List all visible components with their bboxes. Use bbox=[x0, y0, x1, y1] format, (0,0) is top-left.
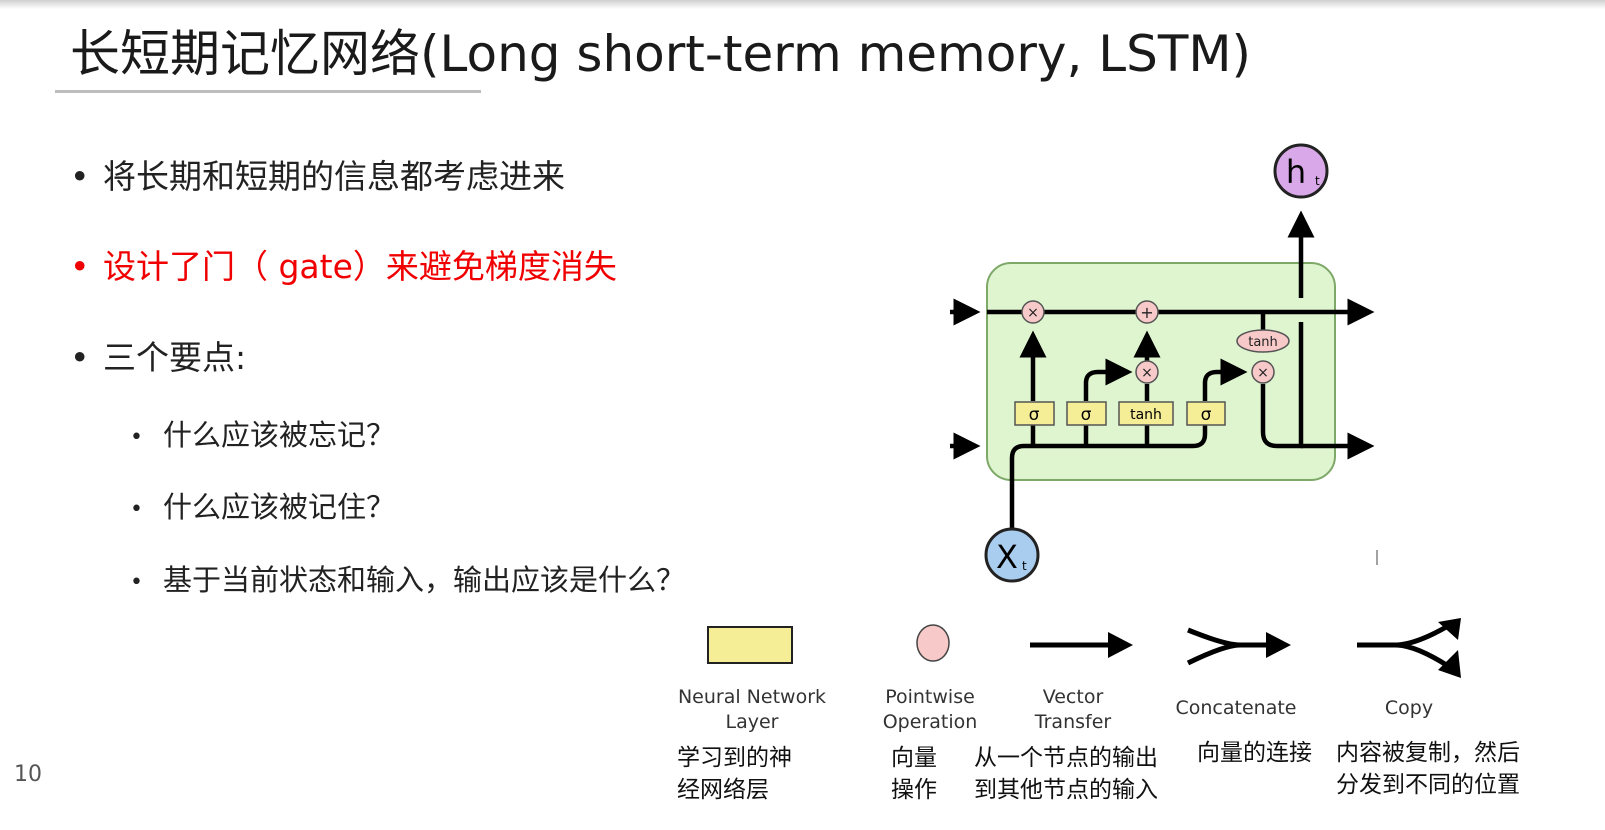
svg-text:t: t bbox=[1315, 174, 1320, 188]
svg-text:tanh: tanh bbox=[1248, 335, 1278, 350]
bullet-dot: • bbox=[70, 247, 90, 286]
bullet-2: • 设计了门（ gate）来避免梯度消失 bbox=[70, 240, 617, 288]
slide-title: 长短期记忆网络(Long short-term memory, LSTM) bbox=[70, 25, 1252, 83]
pointwise-add: + bbox=[1135, 300, 1159, 324]
bullet-dot: • bbox=[130, 569, 143, 595]
svg-text:σ: σ bbox=[1029, 405, 1040, 425]
bullet-text: 将长期和短期的信息都考虑进来 bbox=[103, 157, 565, 196]
svg-text:×: × bbox=[1257, 365, 1269, 381]
legend-cn-vector-transfer: 从一个节点的输出 到其他节点的输入 bbox=[974, 745, 1158, 803]
legend-label-vector-transfer: Vector Transfer bbox=[1034, 686, 1112, 733]
sub-bullet-text: 什么应该被忘记？ bbox=[163, 418, 396, 452]
bullet-1: • 将长期和短期的信息都考虑进来 bbox=[70, 150, 565, 198]
svg-text:×: × bbox=[1027, 305, 1039, 321]
legend-label-layer: Neural Network Layer bbox=[677, 686, 827, 733]
svg-text:t: t bbox=[1022, 559, 1027, 573]
bullet-3: • 三个要点: bbox=[70, 331, 246, 379]
bullet-text: 三个要点: bbox=[103, 338, 247, 377]
bullet-dot: • bbox=[70, 157, 90, 196]
lstm-wires bbox=[950, 210, 1375, 528]
svg-text:X: X bbox=[996, 538, 1018, 576]
pointwise-tanh: tanh bbox=[1236, 329, 1290, 353]
svg-text:σ: σ bbox=[1201, 405, 1212, 425]
svg-text:h: h bbox=[1286, 153, 1306, 191]
legend-pointwise-icon bbox=[916, 624, 950, 662]
legend-label-copy: Copy bbox=[1384, 697, 1434, 719]
legend-cn-pointwise: 向量 操作 bbox=[891, 745, 937, 803]
gate-sigma-forget: σ bbox=[1014, 401, 1055, 426]
svg-text:+: + bbox=[1140, 303, 1153, 322]
legend-cn-copy: 内容被复制，然后 分发到不同的位置 bbox=[1336, 740, 1520, 798]
sub-bullet-3: • 基于当前状态和输入，输出应该是什么？ bbox=[130, 557, 685, 599]
pointwise-multiply-forget: × bbox=[1021, 300, 1045, 324]
sub-bullet-2: • 什么应该被记住？ bbox=[130, 484, 395, 526]
svg-text:σ: σ bbox=[1081, 405, 1092, 425]
legend-copy-icon bbox=[1357, 618, 1461, 678]
gate-tanh-candidate: tanh bbox=[1118, 401, 1174, 426]
page-number: 10 bbox=[14, 762, 42, 787]
title-underline bbox=[55, 90, 481, 93]
svg-text:×: × bbox=[1141, 365, 1153, 381]
slide-top-bar bbox=[0, 0, 1605, 9]
legend-label-concatenate: Concatenate bbox=[1175, 697, 1297, 719]
pointwise-multiply-input: × bbox=[1135, 360, 1159, 384]
pointwise-multiply-output: × bbox=[1251, 360, 1275, 384]
bullet-dot: • bbox=[70, 338, 90, 377]
sub-bullet-1: • 什么应该被忘记？ bbox=[130, 412, 395, 454]
sub-bullet-text: 什么应该被记住？ bbox=[163, 490, 396, 524]
gate-sigma-output: σ bbox=[1186, 401, 1226, 426]
legend-cn-concatenate: 向量的连接 bbox=[1197, 740, 1312, 766]
legend-layer-icon bbox=[707, 626, 793, 664]
sub-bullet-text: 基于当前状态和输入，输出应该是什么？ bbox=[163, 563, 686, 597]
legend-label-pointwise: Pointwise Operation bbox=[882, 686, 978, 733]
bullet-text: 设计了门（ gate）来避免梯度消失 bbox=[103, 247, 617, 286]
bullet-dot: • bbox=[130, 496, 143, 522]
bullet-dot: • bbox=[130, 424, 143, 450]
legend-vector-transfer-icon bbox=[1030, 632, 1133, 658]
legend-concatenate-icon bbox=[1186, 627, 1291, 666]
svg-text:tanh: tanh bbox=[1130, 407, 1162, 423]
legend-cn-layer: 学习到的神 经网络层 bbox=[677, 745, 792, 803]
gate-sigma-input: σ bbox=[1066, 401, 1107, 426]
